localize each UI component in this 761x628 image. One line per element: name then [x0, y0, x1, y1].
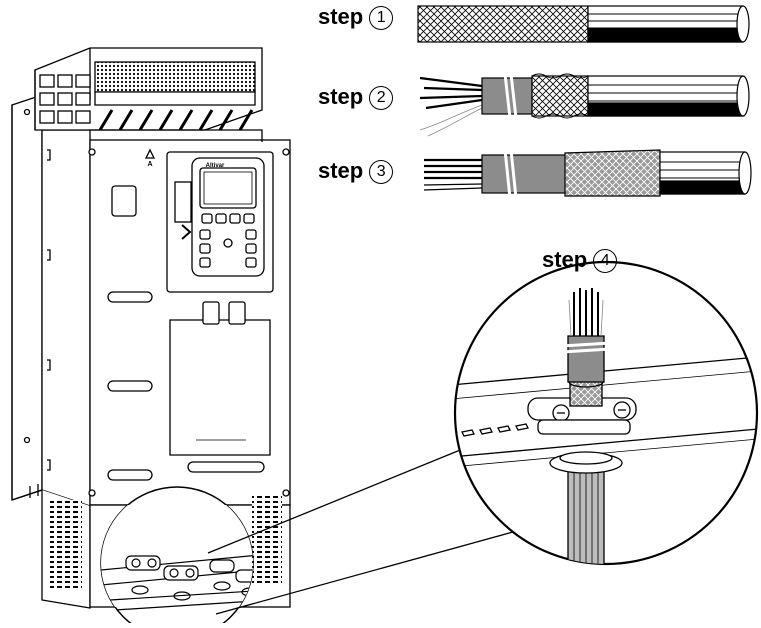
bottom-vent-right	[252, 495, 282, 585]
step-1-word: step	[318, 4, 364, 29]
heatsink-fins	[39, 74, 91, 124]
cabinet-side-panel	[41, 129, 91, 507]
keypad-buttons	[199, 213, 257, 268]
step-4-number: 4	[593, 249, 618, 274]
panel-slot	[107, 469, 153, 481]
cable-step-3	[423, 149, 752, 199]
cable-shield-braid	[417, 5, 589, 43]
step-2-word: step	[318, 84, 364, 109]
drive-cabinet	[11, 47, 291, 609]
panel-slot	[107, 291, 153, 303]
zoom-leader-lower	[215, 529, 521, 615]
step-3-word: step	[318, 158, 364, 183]
step-3-number: 3	[369, 160, 394, 185]
cable-step-1	[417, 5, 750, 43]
zoom-circle	[453, 260, 759, 566]
step-2-number: 2	[369, 86, 394, 111]
panel-cutout	[111, 185, 137, 217]
cable-step-2	[419, 73, 750, 137]
door-mark: A	[147, 161, 152, 168]
small-clamps	[125, 555, 253, 601]
brand-mark: Altivar	[206, 163, 225, 169]
bottom-vent-left	[50, 500, 82, 588]
panel-slot	[107, 380, 153, 392]
small-magnifier-circle	[100, 486, 254, 628]
step-4-word: step	[542, 247, 588, 272]
plate-slots	[461, 423, 529, 437]
top-mesh-grille	[94, 61, 256, 93]
panel-slot	[187, 461, 265, 473]
step-1-number: 1	[369, 6, 394, 31]
inner-door	[169, 319, 271, 456]
cable-clamp	[527, 397, 637, 435]
zoom-leader-upper	[207, 445, 471, 554]
